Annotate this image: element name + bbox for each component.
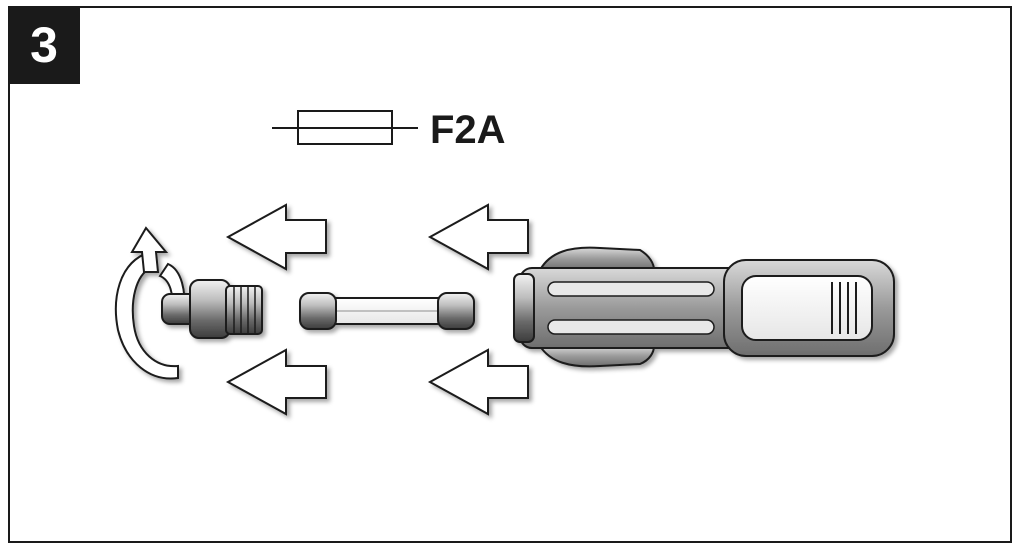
step-number-badge: 3 — [8, 6, 80, 84]
plug-tip-contact — [161, 279, 263, 339]
cigarette-lighter-plug — [513, 246, 895, 368]
glass-fuse — [299, 292, 475, 330]
fuse-symbol-icon — [272, 110, 418, 145]
arrow-left-icon — [225, 348, 327, 416]
arrow-left-icon — [427, 348, 529, 416]
arrow-left-icon — [225, 203, 327, 271]
arrow-left-icon — [427, 203, 529, 271]
fuse-rating-label: F2A — [430, 108, 506, 152]
